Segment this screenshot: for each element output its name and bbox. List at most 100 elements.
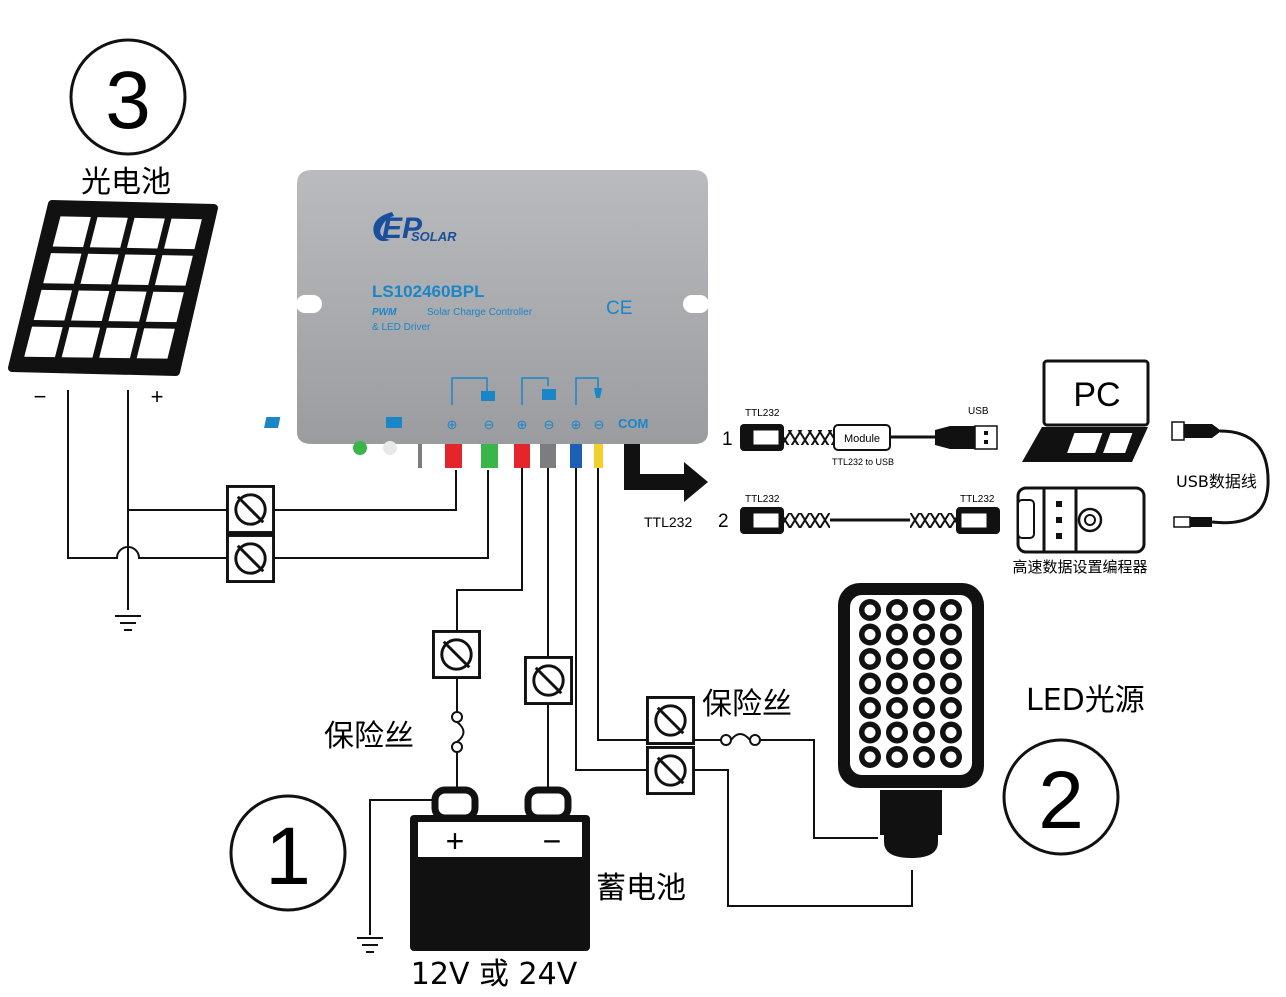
programmer-label: 高速数据设置编程器 [1012,558,1147,576]
terminal-symbols: ⊕ ⊖ ⊕ ⊖ ⊕ ⊖ [447,417,605,432]
solar-cell [24,326,63,358]
option2-label: 2 [718,511,729,532]
ce-mark: CE [606,298,632,319]
pwm-label: PWM [372,307,397,318]
solar-cell [71,290,110,322]
solar-panel-icon [8,200,218,376]
ttl232-label-c: TTL232 [960,494,995,505]
fuse-led-label: 保险丝 [702,687,792,722]
terminal-load-plus: ⊕ [571,417,582,432]
wire-solar-minus [481,444,498,468]
solar-panel-label: 光电池 [81,165,171,200]
model-number: LS102460BPL [372,282,484,301]
terminal-brackets [451,377,599,405]
solar-cell [117,254,156,286]
led-white [383,441,397,455]
step3-circle: 3 [69,38,187,156]
usb-data-cable [1171,421,1270,528]
programmer-device-icon [1016,486,1146,554]
load-wires [575,468,913,907]
solar-cell [126,217,165,249]
led-green [353,441,367,455]
lamp-terminal-icon [594,388,602,398]
controller-desc-line2: & LED Driver [372,322,431,333]
svg-text:EP: EP [382,212,423,245]
brand-text: SOLAR [411,229,457,244]
terminal-battery-minus: ⊖ [544,417,555,432]
solar-cell [108,291,147,322]
step2-number: 2 [1038,755,1084,846]
terminal-load-minus: ⊖ [594,417,605,432]
terminal-solar-plus: ⊕ [447,417,458,432]
ttl232-label-b: TTL232 [745,494,780,505]
cable-ttl-ttl [740,507,1000,534]
solar-cell [80,253,119,285]
solar-cell [33,289,73,321]
solar-cell [61,327,101,358]
wire-battery-plus [514,444,530,468]
mount-slot-right [683,295,709,313]
breaker-battery-negative [524,656,573,705]
usb-cable-label: USB数据线 [1176,472,1257,491]
solar-cell [43,253,82,284]
battery-label: 蓄电池 [596,871,686,906]
ttl232-side-label: TTL232 [644,514,692,530]
battery-status-icon [386,417,402,428]
fuse-led-icon [720,733,761,746]
controller-desc-line1: Solar Charge Controller [427,307,533,318]
com-arrow-icon [624,444,708,502]
solar-terminal-icon [481,391,495,401]
com-port-label: COM [618,416,648,431]
solar-cell [52,216,91,248]
fuse-battery-label: 保险丝 [324,719,414,754]
step2-circle: 2 [1002,738,1120,856]
solar-status-icon [264,417,281,428]
breaker-solar-negative [226,534,275,583]
solar-cell [99,327,138,359]
mount-slot-left [296,295,322,313]
pc-label: PC [1073,376,1120,414]
cable-ttl-usb: Module [740,424,998,451]
pc-laptop-icon: PC [1022,359,1150,462]
solar-cell [136,328,175,359]
breaker-battery-positive [432,630,481,679]
solar-wires [67,390,489,610]
usb-label: USB [968,406,989,417]
led-lamp-icon [838,583,984,858]
wire-load-minus [594,444,603,468]
breaker-load-negative [646,746,695,795]
terminal-battery-plus: ⊕ [517,417,528,432]
option1-label: 1 [722,429,733,450]
step1-circle: 1 [229,794,347,912]
solar-cell [164,218,202,250]
terminal-group-icons [481,388,602,401]
solar-plus-label: + [151,384,164,409]
charge-controller: EP SOLAR LS102460BPL PWM Solar Charge Co… [264,170,709,444]
solar-cell [145,291,184,323]
battery-minus-sign: − [543,823,562,859]
step3-number: 3 [105,55,151,146]
wire-stub-gray [418,444,422,468]
module-sub-label: TTL232 to USB [832,457,894,467]
ttl232-label-a: TTL232 [745,408,780,419]
wire-battery-minus [540,444,556,468]
battery-icon: + − [410,786,590,951]
ground-solar-icon [114,615,142,631]
fuse-battery-icon [451,711,465,753]
breaker-load-positive [646,696,695,745]
brand-logo: EP SOLAR [373,212,457,245]
ground-battery-icon [356,937,384,953]
terminal-solar-minus: ⊖ [484,417,495,432]
breaker-solar-positive [226,485,275,534]
battery-voltage-label: 12V 或 24V [411,957,578,992]
battery-terminal-icon [542,389,556,400]
battery-wires [369,468,549,935]
solar-cell [154,255,193,286]
solar-cell [89,217,128,248]
wire-load-plus [570,444,582,468]
led-source-label: LED光源 [1026,683,1145,718]
module-label: Module [844,433,880,445]
solar-minus-label: − [34,384,47,409]
step1-number: 1 [265,811,311,902]
